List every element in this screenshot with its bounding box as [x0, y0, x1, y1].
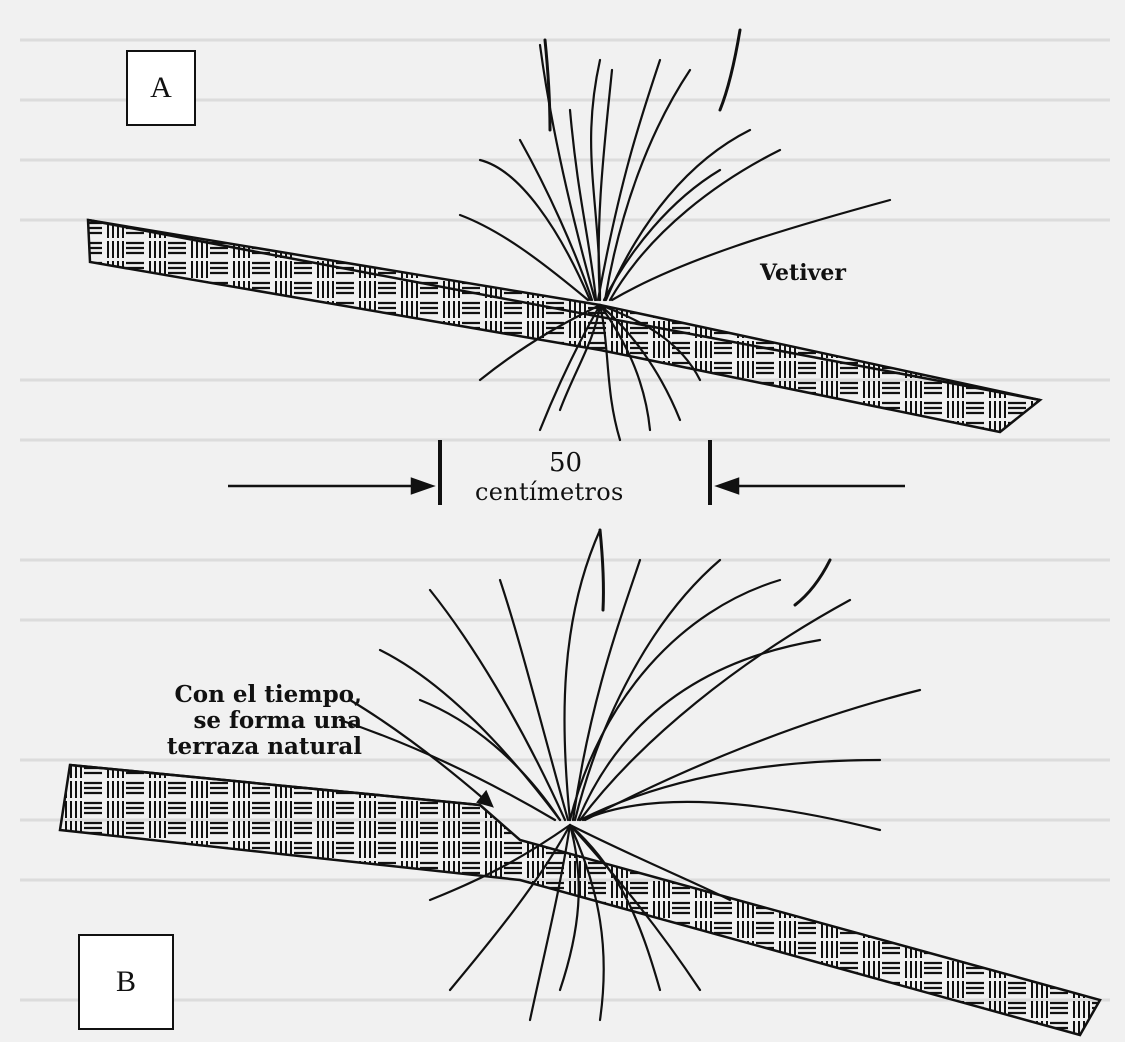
soil-band-bottom	[60, 765, 1100, 1035]
distance-unit: centímetros	[475, 478, 624, 506]
panel-label-a: A	[126, 50, 196, 126]
plant-name-label: Vetiver	[760, 260, 846, 286]
panel-label-b: B	[78, 934, 174, 1030]
distance-value: 50	[549, 448, 582, 478]
terrace-note-line-2: se forma una	[62, 708, 362, 734]
terrace-note-line-3: terraza natural	[62, 734, 362, 760]
terrace-note: Con el tiempo, se forma una terraza natu…	[62, 682, 362, 760]
terrace-note-line-1: Con el tiempo,	[62, 682, 362, 708]
